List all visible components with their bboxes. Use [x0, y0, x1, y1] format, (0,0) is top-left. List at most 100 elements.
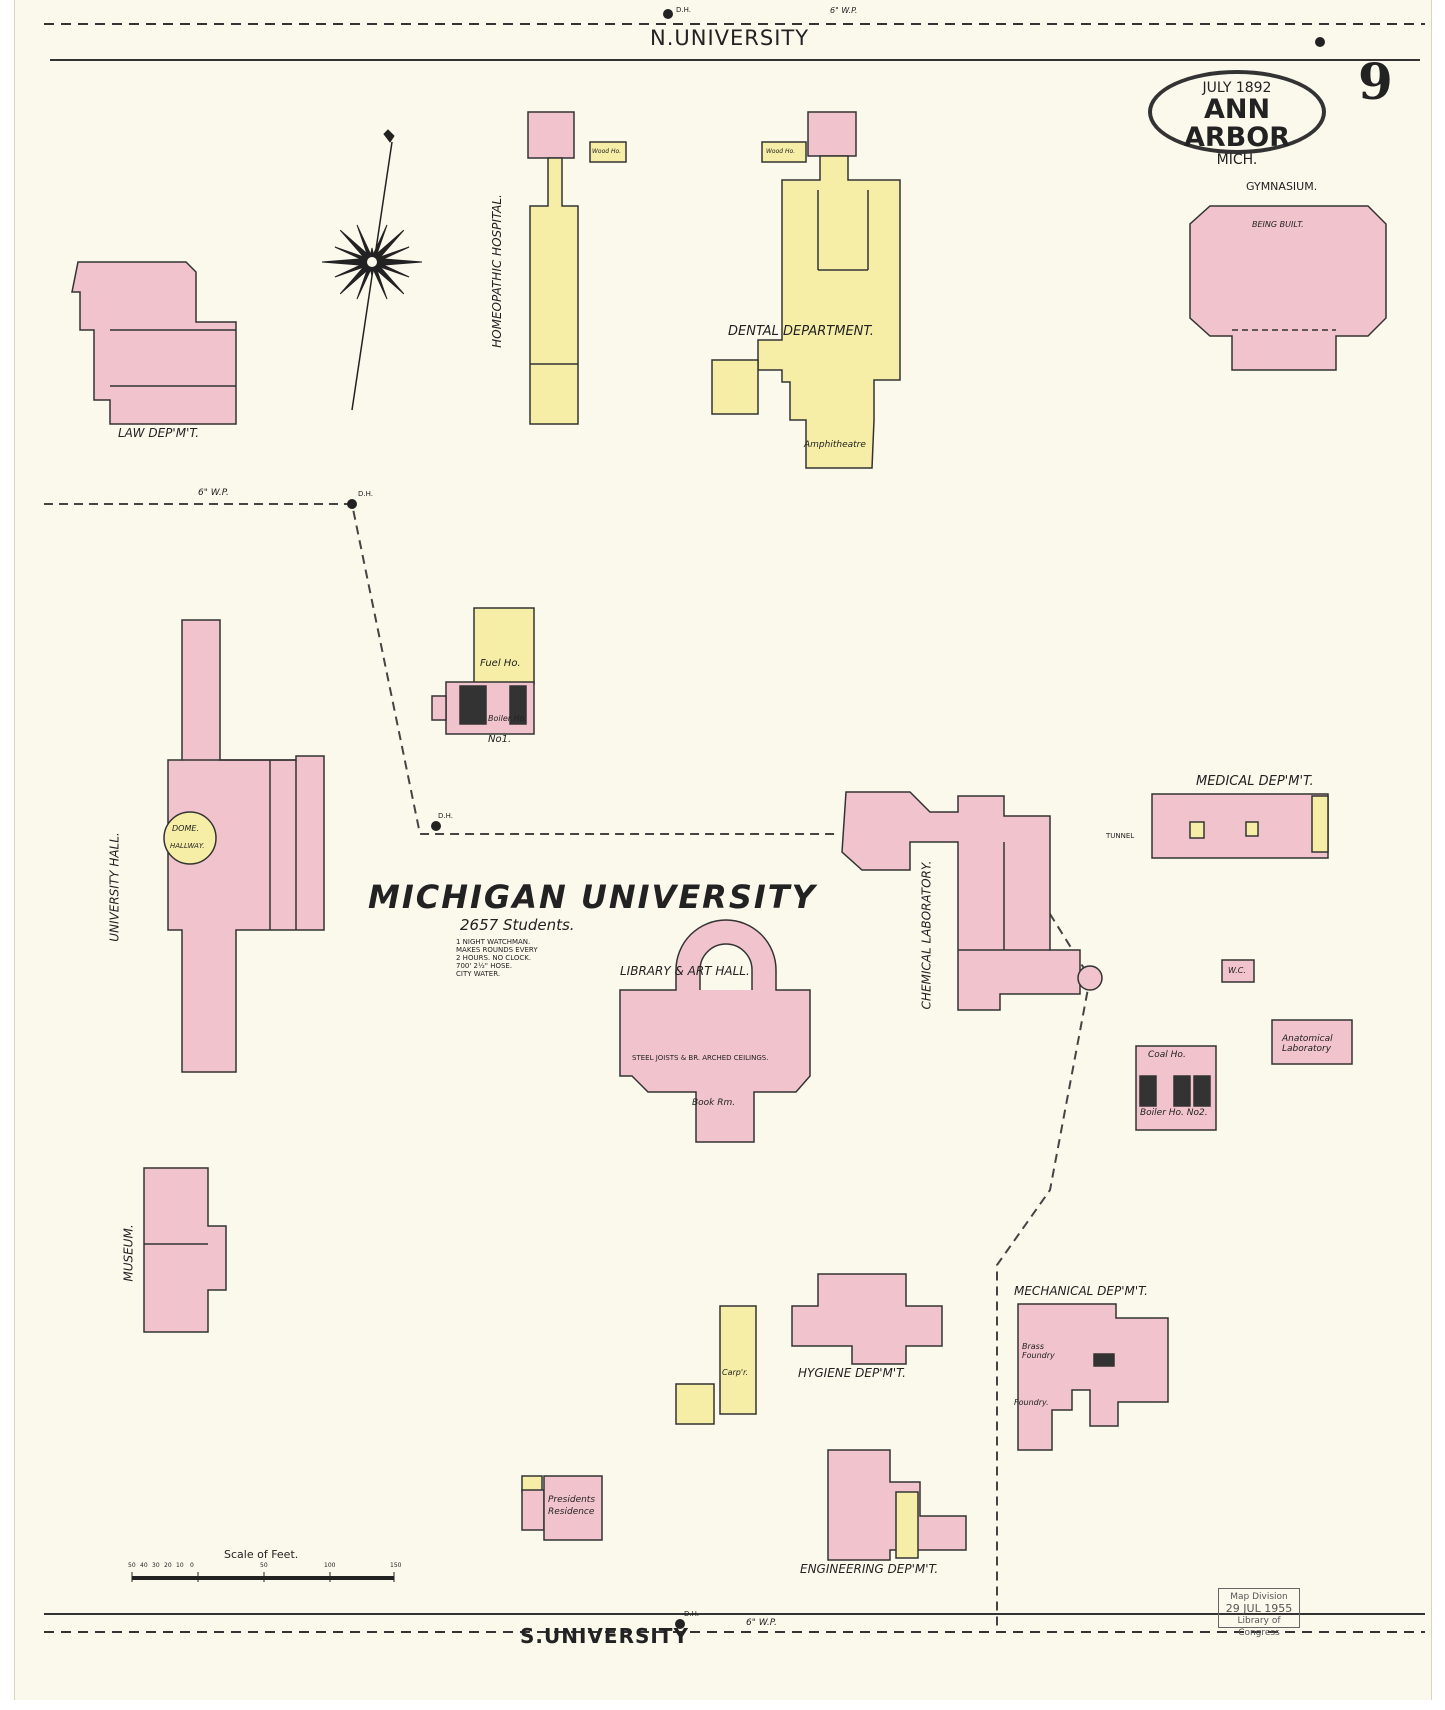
label-coal-house: Coal Ho. — [1148, 1050, 1186, 1060]
label-gym-note: BEING BUILT. — [1252, 220, 1304, 229]
watch-note-line: 2 HOURS. NO CLOCK. — [456, 954, 532, 962]
chemical-laboratory-building[interactable] — [841, 791, 1103, 1011]
label-anatomical-line: Laboratory — [1282, 1044, 1332, 1054]
label-brass-foundry: Brass Foundry — [1022, 1342, 1055, 1360]
label-library: LIBRARY & ART HALL. — [620, 964, 750, 978]
university-hall-building[interactable] — [163, 619, 325, 1073]
scale-bar — [131, 1572, 395, 1582]
label-water-pipe-south: 6" W.P. — [746, 1618, 777, 1628]
scale-title: Scale of Feet. — [224, 1548, 299, 1561]
shed-b-building[interactable] — [675, 1383, 715, 1425]
label-university-hall: UNIVERSITY HALL. — [107, 832, 122, 942]
medical-department-building[interactable] — [1151, 793, 1329, 859]
carpenter-shop-building[interactable] — [719, 1305, 757, 1415]
label-museum: MUSEUM. — [121, 1224, 136, 1282]
homeopathic-hospital-building[interactable] — [527, 111, 627, 425]
label-brass-foundry-line: Brass — [1022, 1342, 1045, 1351]
label-hydrant-west: D.H. — [358, 490, 373, 498]
street-label-north: N.UNIVERSITY — [650, 26, 810, 50]
boiler-house-2-building[interactable] — [1135, 1045, 1217, 1131]
cartouche-date: JULY 1892 — [1202, 80, 1272, 96]
watch-note: 1 NIGHT WATCHMAN. MAKES ROUNDS EVERY 2 H… — [456, 938, 538, 978]
boiler-house-1-building[interactable] — [431, 607, 535, 735]
label-wood-house-1: Wood Ho. — [592, 148, 622, 155]
label-water-pipe-west: 6" W.P. — [198, 488, 229, 498]
presidents-residence-building[interactable] — [521, 1475, 603, 1541]
mechanical-department-building[interactable] — [1017, 1303, 1169, 1451]
label-water-pipe-north: 6" W.P. — [830, 6, 858, 15]
label-chemical: CHEMICAL LABORATORY. — [919, 860, 934, 1010]
label-hydrant-center: D.H. — [438, 812, 453, 820]
label-homeopathic: HOMEOPATHIC HOSPITAL. — [489, 194, 504, 348]
watch-note-line: CITY WATER. — [456, 970, 501, 978]
library-art-hall-building[interactable] — [619, 919, 811, 1143]
label-law: LAW DEP'M'T. — [118, 426, 200, 440]
label-hygiene: HYGIENE DEP'M'T. — [798, 1366, 906, 1380]
watch-note-line: 1 NIGHT WATCHMAN. — [456, 938, 531, 946]
stamp-line: 29 JUL 1955 — [1225, 1602, 1293, 1615]
label-hydrant-north: D.H. — [676, 6, 691, 14]
scale-tick: 50 — [128, 1562, 136, 1569]
stamp-line: Library of Congress — [1237, 1616, 1281, 1638]
label-dome: DOME. — [172, 824, 199, 833]
stamp-line: Map Division — [1230, 1592, 1288, 1602]
gymnasium-building[interactable] — [1189, 205, 1387, 371]
label-carpenter: Carp'r. — [722, 1368, 749, 1377]
label-boiler-house-1-no: No1. — [488, 734, 512, 745]
label-anatomical-line: Anatomical — [1282, 1034, 1333, 1044]
label-engineering: ENGINEERING DEP'M'T. — [800, 1562, 939, 1576]
label-presidents-line: Presidents — [548, 1495, 596, 1505]
museum-building[interactable] — [143, 1167, 227, 1333]
hygiene-department-building[interactable] — [791, 1273, 943, 1365]
cartouche: JULY 1892 ANN ARBOR MICH. — [1148, 70, 1326, 168]
label-gymnasium: GYMNASIUM. — [1246, 180, 1318, 193]
dental-department-building[interactable] — [711, 111, 901, 469]
scale-tick: 30 — [152, 1562, 160, 1569]
anatomical-laboratory-building[interactable] — [1271, 1019, 1353, 1065]
label-wood-house-2: Wood Ho. — [766, 148, 796, 155]
library-stamp: Map Division 29 JUL 1955 Library of Cong… — [1218, 1588, 1300, 1638]
cartouche-city: ANN ARBOR — [1183, 94, 1290, 153]
engineering-department-building[interactable] — [827, 1449, 967, 1561]
campus-title: MICHIGAN UNIVERSITY — [368, 878, 817, 916]
label-brass-foundry-line: Foundry — [1022, 1351, 1055, 1360]
scale-tick: 50 — [260, 1562, 268, 1569]
scale-tick: 20 — [164, 1562, 172, 1569]
label-dental: DENTAL DEPARTMENT. — [728, 324, 874, 339]
label-mechanical: MECHANICAL DEP'M'T. — [1014, 1284, 1148, 1298]
sheet-number: 9 — [1358, 52, 1393, 111]
label-boiler-house-2: Boiler Ho. No2. — [1140, 1108, 1208, 1118]
label-medical: MEDICAL DEP'M'T. — [1196, 774, 1314, 789]
wc-building[interactable] — [1221, 959, 1255, 983]
label-tunnel: TUNNEL — [1106, 832, 1135, 840]
scale-tick: 150 — [390, 1562, 402, 1569]
label-library-note: STEEL JOISTS & BR. ARCHED CEILINGS. — [632, 1054, 769, 1062]
scale-tick: 40 — [140, 1562, 148, 1569]
street-label-south: S.UNIVERSITY — [520, 1624, 689, 1648]
buildings-layer — [71, 111, 1387, 1561]
label-fuel-house: Fuel Ho. — [480, 658, 521, 669]
cartouche-state: MICH. — [1216, 152, 1258, 168]
scale-tick: 0 — [190, 1562, 194, 1569]
label-presidents-residence: Presidents Residence — [548, 1494, 595, 1518]
label-wc: W.C. — [1228, 966, 1246, 975]
scale-tick: 100 — [324, 1562, 336, 1569]
label-presidents-line: Residence — [548, 1507, 595, 1517]
street-lines — [44, 23, 1425, 1633]
hydrants — [347, 9, 1325, 1629]
label-hallway: HALLWAY. — [170, 842, 205, 850]
student-count: 2657 Students. — [460, 916, 575, 934]
watch-note-line: MAKES ROUNDS EVERY — [456, 946, 538, 954]
label-boiler-house-1: Boiler Ho. — [488, 714, 528, 723]
label-book-room: Book Rm. — [692, 1098, 736, 1108]
water-pipes — [44, 503, 1092, 1632]
scale-tick: 10 — [176, 1562, 184, 1569]
label-anatomical: Anatomical Laboratory — [1282, 1034, 1333, 1054]
law-building[interactable] — [71, 261, 237, 425]
compass-rose — [321, 129, 423, 411]
label-foundry: Foundry. — [1014, 1398, 1049, 1407]
label-hydrant-south: D.H. — [684, 1610, 699, 1618]
label-amphitheatre: Amphitheatre — [804, 440, 866, 450]
watch-note-line: 700' 2½" HOSE. — [456, 962, 513, 970]
